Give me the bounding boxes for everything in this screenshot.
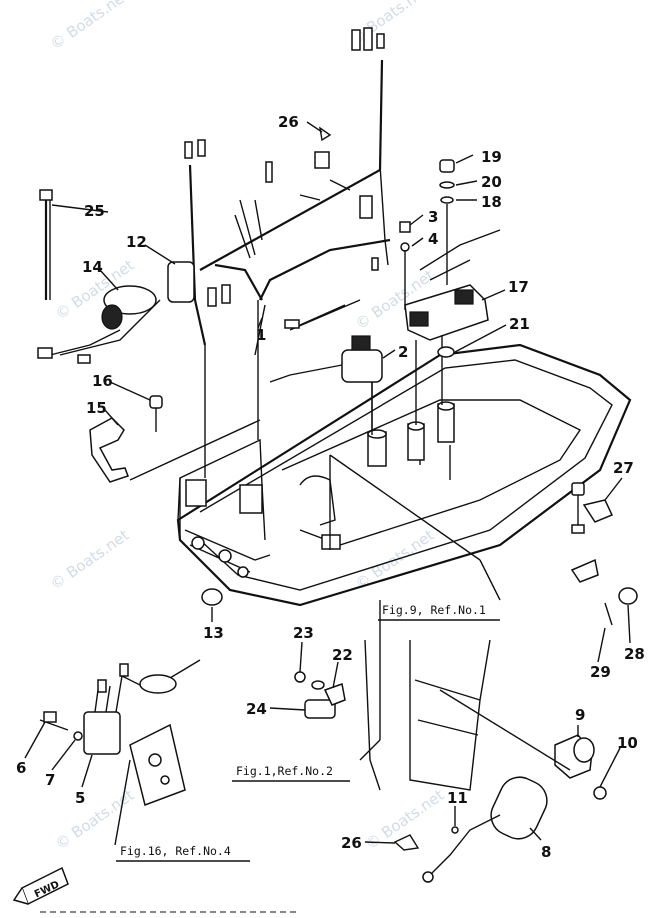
part-label: 13 bbox=[203, 624, 224, 642]
holder-9 bbox=[554, 734, 607, 800]
part-label: 4 bbox=[428, 230, 438, 248]
part-label: 3 bbox=[428, 208, 438, 226]
part-label: 10 bbox=[617, 734, 638, 752]
ref-lines bbox=[114, 300, 571, 846]
part-numbers: 1 2 3 4 5 6 7 8 9 10 11 12 13 14 15 16 1… bbox=[16, 113, 645, 861]
part-label: 6 bbox=[16, 759, 26, 777]
part-label: 29 bbox=[590, 663, 611, 681]
ref-fig9: Fig.9, Ref.No.1 bbox=[382, 603, 486, 617]
part-label: 19 bbox=[481, 148, 502, 166]
tie-strap bbox=[39, 189, 53, 300]
part-label: 24 bbox=[246, 700, 267, 718]
leader-lines bbox=[24, 121, 631, 844]
lower-housing bbox=[364, 639, 491, 791]
rectifier bbox=[404, 229, 501, 405]
watermark: © Boats.net bbox=[47, 0, 132, 53]
part-label: 7 bbox=[45, 771, 55, 789]
part-label: 9 bbox=[575, 706, 585, 724]
part-label: 17 bbox=[508, 278, 529, 296]
part-label: 22 bbox=[332, 646, 353, 664]
part-label: 27 bbox=[613, 459, 634, 477]
part-label: 26 bbox=[341, 834, 362, 852]
part-label: 15 bbox=[86, 399, 107, 417]
part-label: 20 bbox=[481, 173, 502, 191]
part-label: 23 bbox=[293, 624, 314, 642]
part-label: 5 bbox=[75, 789, 85, 807]
bottom-cowling bbox=[176, 343, 632, 607]
bracket bbox=[89, 395, 163, 483]
wire-harness bbox=[59, 27, 391, 356]
part-label: 8 bbox=[541, 843, 551, 861]
fwd-arrow-icon: FWD bbox=[12, 866, 69, 906]
key-switch-assembly bbox=[37, 261, 195, 364]
right-clips bbox=[570, 482, 638, 626]
part-label: 14 bbox=[82, 258, 103, 276]
switch-22 bbox=[294, 671, 346, 719]
part-label: 1 bbox=[256, 326, 266, 344]
watermark: © Boats.net bbox=[47, 526, 132, 593]
reference-labels: Fig.9, Ref.No.1 Fig.1,Ref.No.2 Fig.16, R… bbox=[116, 603, 500, 862]
coil-8 bbox=[422, 776, 548, 883]
part-label: 2 bbox=[398, 343, 408, 361]
part-label: 25 bbox=[84, 202, 105, 220]
part-label: 18 bbox=[481, 193, 502, 211]
part-label: 28 bbox=[624, 645, 645, 663]
part-label: 21 bbox=[509, 315, 530, 333]
relay bbox=[269, 335, 383, 430]
watermark: © Boats.net bbox=[362, 786, 447, 853]
grommet bbox=[201, 588, 223, 606]
ref-fig16: Fig.16, Ref.No.4 bbox=[120, 844, 231, 858]
clip-26 bbox=[319, 126, 420, 851]
part-label: 26 bbox=[278, 113, 299, 131]
part-label: 12 bbox=[126, 233, 147, 251]
ref-fig1: Fig.1,Ref.No.2 bbox=[236, 764, 333, 778]
part-label: 16 bbox=[92, 372, 113, 390]
coil-assembly bbox=[39, 659, 201, 806]
part-label: 11 bbox=[447, 789, 468, 807]
screws-top bbox=[399, 159, 455, 310]
